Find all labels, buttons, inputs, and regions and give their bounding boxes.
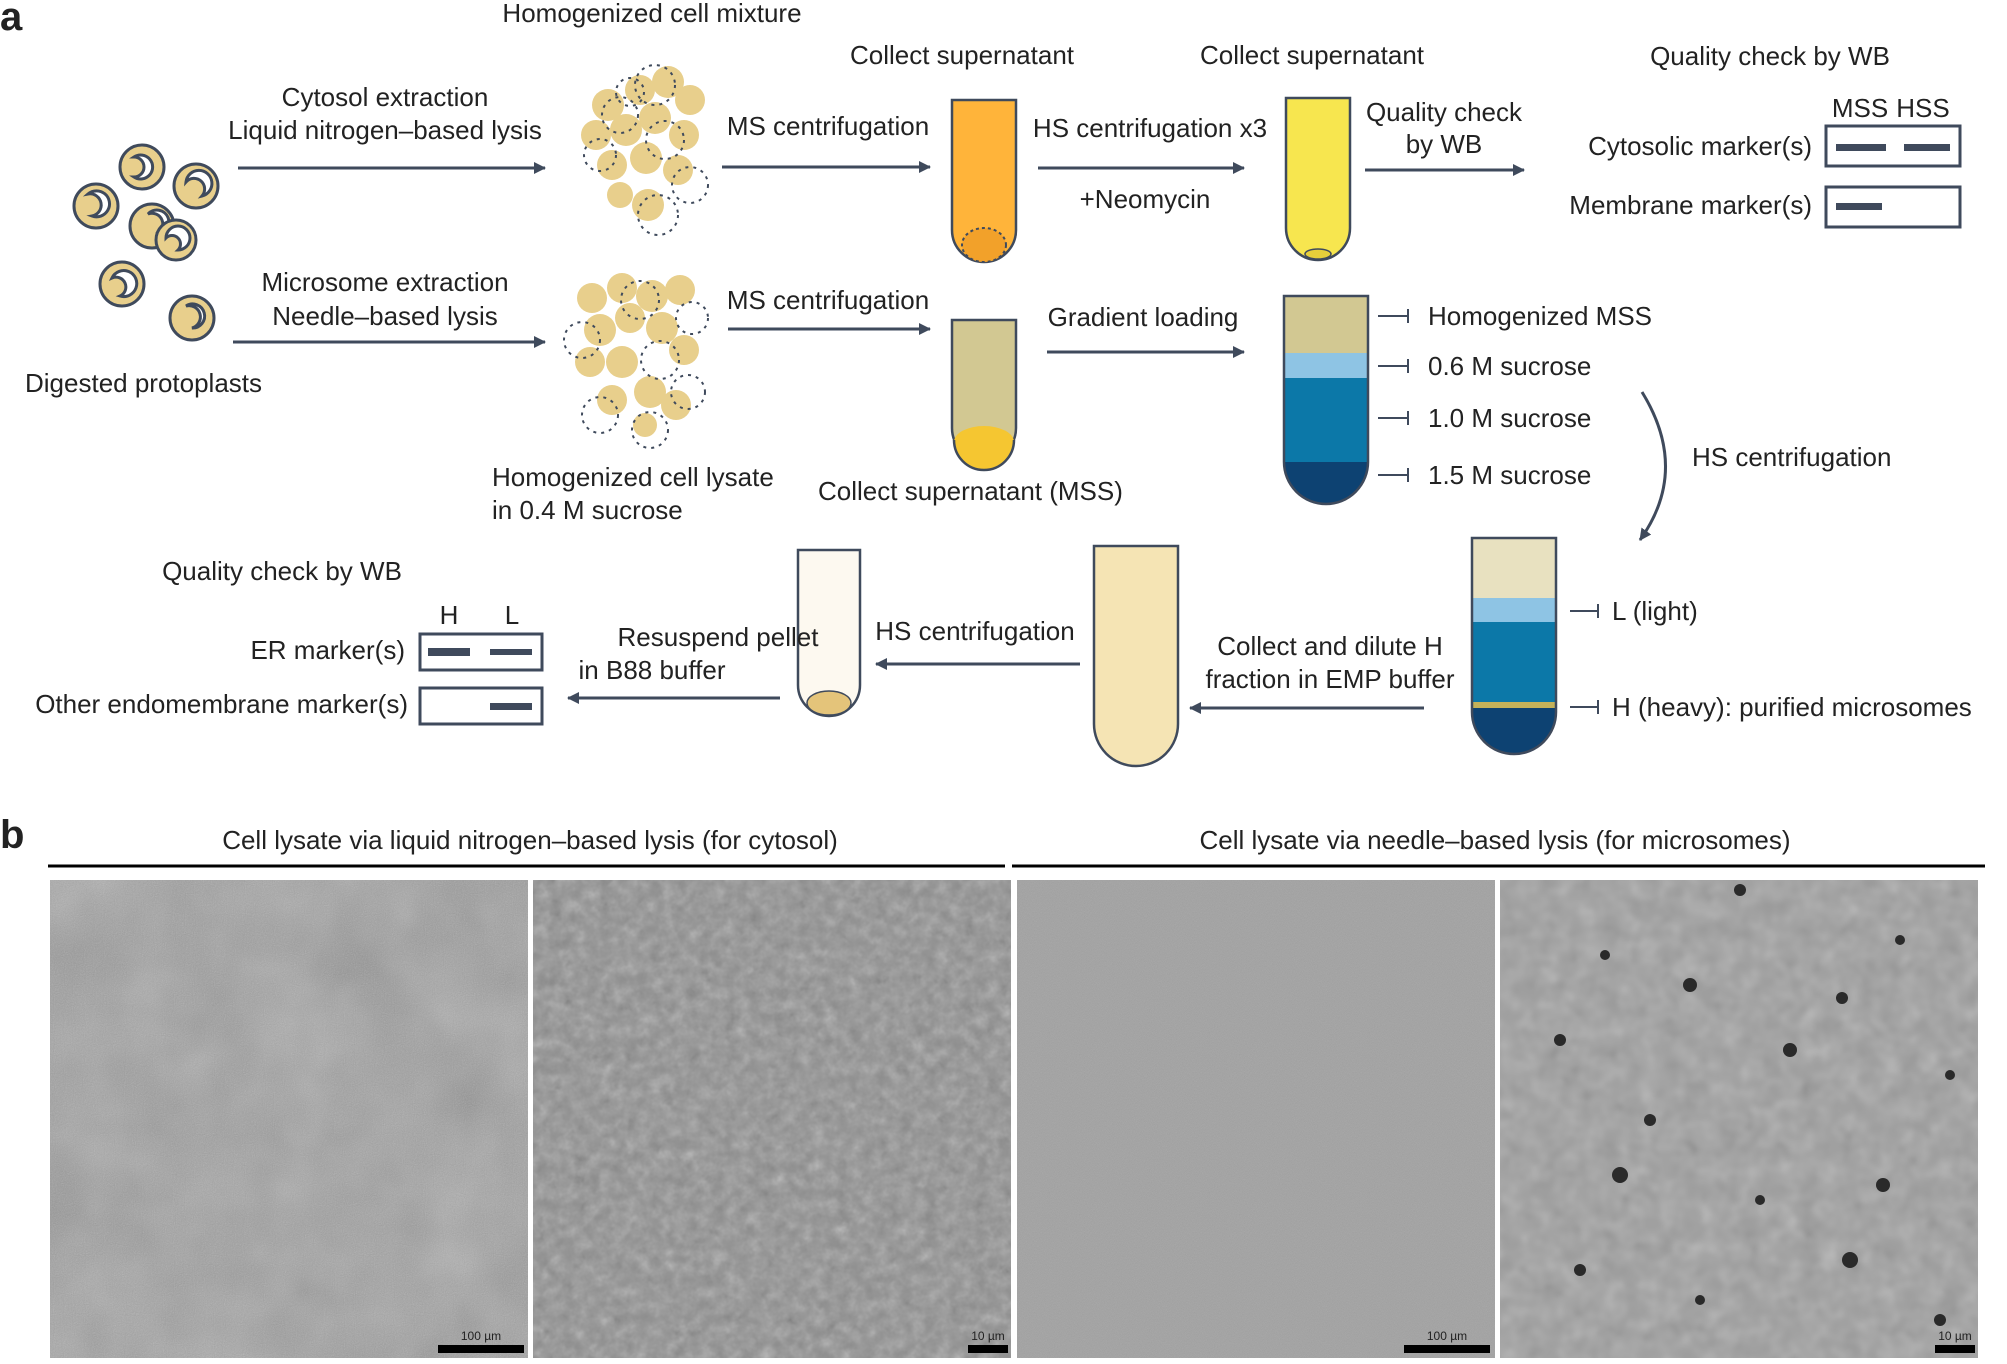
scale-label-3: 100 µm <box>1427 1329 1467 1343</box>
wb-row-cytosolic: Cytosolic marker(s) <box>1588 131 1812 161</box>
wb-microsome-blot <box>418 632 544 726</box>
micrograph-4 <box>1500 880 1978 1358</box>
microsome-extraction-line1: Microsome extraction <box>261 267 508 297</box>
cytosol-ms-centrifugation: MS centrifugation <box>727 111 929 141</box>
lysate-line2: in 0.4 M sucrose <box>492 495 683 525</box>
micrograph-2 <box>533 880 1011 1358</box>
cytosol-extraction-line1: Cytosol extraction <box>282 82 489 112</box>
wb-row-er: ER marker(s) <box>250 635 405 665</box>
wb-row-membrane: Membrane marker(s) <box>1569 190 1812 220</box>
fraction-leaders <box>1570 604 1599 714</box>
wb-col-l: L <box>505 600 519 630</box>
lysate-line1: Homogenized cell lysate <box>492 462 774 492</box>
tube-diluted <box>1092 544 1180 768</box>
collect-dilute-line2: fraction in EMP buffer <box>1205 664 1454 694</box>
collect-mss-label: Collect supernatant (MSS) <box>818 476 1123 506</box>
collect-supernatant-1: Collect supernatant <box>850 40 1075 70</box>
gradient-loading-label: Gradient loading <box>1048 302 1239 332</box>
hs-centrifugation-2-label: HS centrifugation <box>875 616 1074 646</box>
homogenized-mixture-cluster <box>581 64 709 236</box>
resuspend-line2: in B88 buffer <box>579 655 726 685</box>
wb-cytosol-title: Quality check by WB <box>1650 41 1890 71</box>
protoplast-cluster <box>72 143 220 342</box>
digested-protoplasts-label: Digested protoplasts <box>25 368 262 398</box>
layer-15-sucrose: 1.5 M sucrose <box>1428 460 1591 490</box>
gradient-leaders <box>1378 309 1409 482</box>
wb-cytosol-blot <box>1824 124 1962 229</box>
panel-b-letter: b <box>0 813 24 857</box>
wb-col-mss: MSS <box>1832 93 1888 123</box>
layer-06-sucrose: 0.6 M sucrose <box>1428 351 1591 381</box>
neomycin-label: +Neomycin <box>1080 184 1211 214</box>
layer-10-sucrose: 1.0 M sucrose <box>1428 403 1591 433</box>
collect-dilute-line1: Collect and dilute H <box>1217 631 1442 661</box>
tube-yellow <box>1284 96 1352 262</box>
arrow-hs-centrifugation-curve <box>1638 391 1667 541</box>
tube-pellet <box>796 548 862 718</box>
separated-tube <box>1470 536 1558 756</box>
wb-microsome-title: Quality check by WB <box>162 556 402 586</box>
homogenized-mixture-label: Homogenized cell mixture <box>502 0 801 28</box>
hs-centrifugation-x3: HS centrifugation x3 <box>1033 113 1267 143</box>
microsome-extraction-line2: Needle–based lysis <box>272 301 497 331</box>
tube-orange <box>950 98 1018 264</box>
collect-supernatant-2: Collect supernatant <box>1200 40 1425 70</box>
fraction-heavy-label: H (heavy): purified microsomes <box>1612 692 1972 722</box>
wb-col-h: H <box>440 600 459 630</box>
hs-centrifugation-label: HS centrifugation <box>1692 442 1891 472</box>
group-right-label: Cell lysate via needle–based lysis (for … <box>1199 825 1790 855</box>
fraction-light-label: L (light) <box>1612 596 1698 626</box>
group-left-label: Cell lysate via liquid nitrogen–based ly… <box>222 825 838 855</box>
quality-check-line1: Quality check <box>1366 97 1523 127</box>
scale-label-4: 10 µm <box>1938 1329 1972 1343</box>
micrograph-1 <box>50 880 528 1358</box>
wb-col-hss: HSS <box>1896 93 1949 123</box>
homogenized-lysate-cluster <box>563 273 709 449</box>
scale-label-2: 10 µm <box>971 1329 1005 1343</box>
gradient-tube <box>1282 294 1370 506</box>
panel-a-letter: a <box>0 0 23 39</box>
micrograph-3 <box>1017 880 1495 1358</box>
quality-check-line2: by WB <box>1406 129 1483 159</box>
tube-khaki <box>950 318 1018 472</box>
wb-row-other: Other endomembrane marker(s) <box>35 689 408 719</box>
layer-homogenized-mss: Homogenized MSS <box>1428 301 1652 331</box>
microsome-ms-centrifugation: MS centrifugation <box>727 285 929 315</box>
cytosol-extraction-line2: Liquid nitrogen–based lysis <box>228 115 542 145</box>
resuspend-line1: Resuspend pellet <box>618 622 820 652</box>
scale-label-1: 100 µm <box>461 1329 501 1343</box>
